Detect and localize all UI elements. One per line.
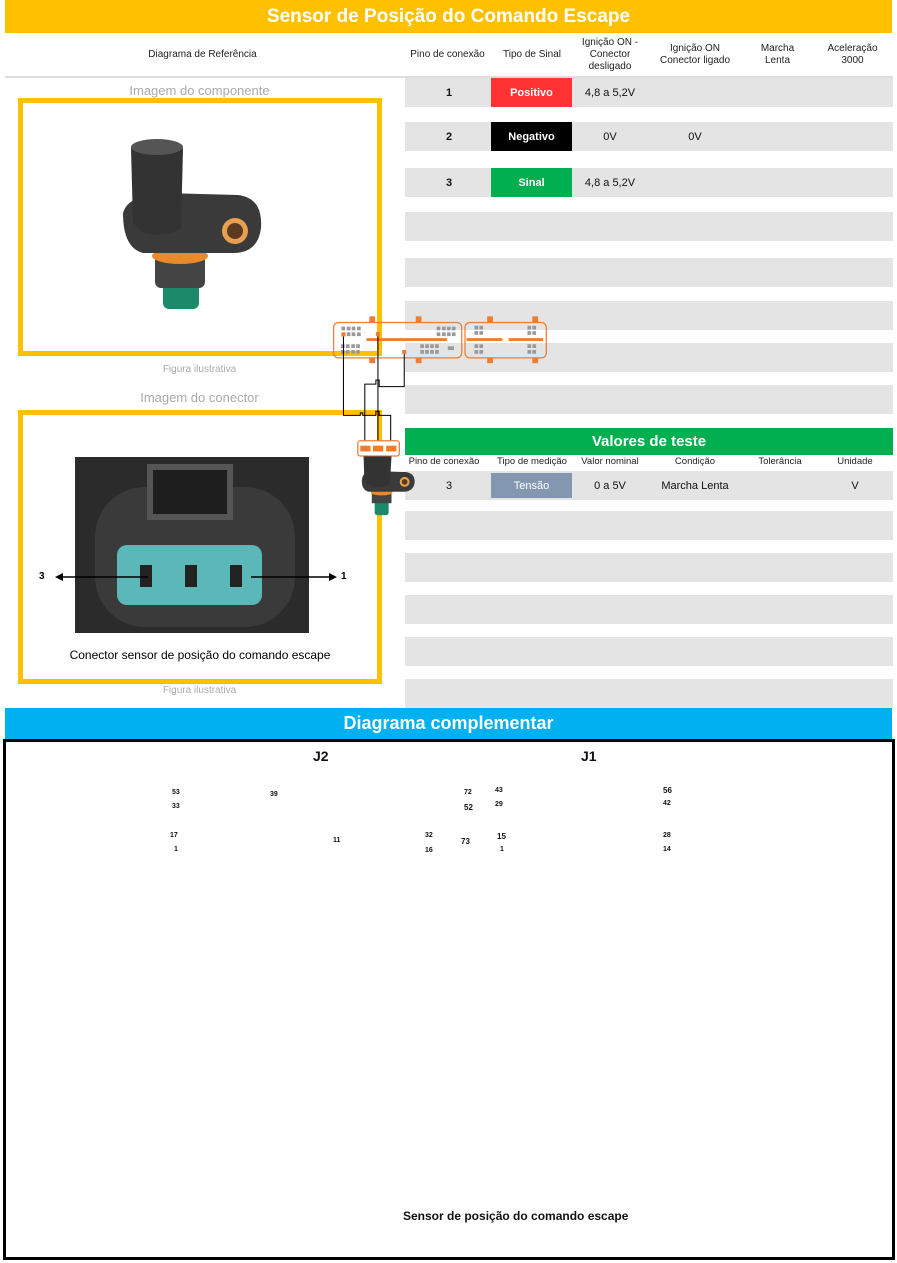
diagram-label: 28	[663, 832, 671, 839]
diagram-label: 1	[302, 1079, 308, 1090]
pin-label-1: 1	[341, 571, 347, 582]
diagram-label: 1	[174, 846, 178, 853]
empty-row	[405, 385, 893, 414]
diagram-label: 2	[269, 1079, 275, 1090]
diagram-label: J2	[313, 748, 329, 764]
ign-on-value: 0V	[688, 130, 702, 143]
diagram-label: J1	[581, 748, 597, 764]
header-pino: Pino de conexão	[410, 49, 485, 60]
page-title: Sensor de Posição do Comando Escape	[5, 0, 892, 33]
diagram-label: 17	[170, 832, 178, 839]
pin-label-3: 3	[39, 571, 45, 582]
test-header: Valor nominal	[581, 456, 639, 467]
test-header: Tipo de medição	[497, 456, 567, 467]
empty-row	[405, 553, 893, 582]
header-tipo: Tipo de Sinal	[503, 49, 561, 60]
figure-note-2: Figura ilustrativa	[162, 685, 237, 696]
empty-row	[405, 212, 893, 241]
connector-photo	[75, 457, 309, 633]
test-header: Unidade	[837, 456, 873, 467]
diagram-title: Diagrama complementar	[5, 708, 892, 739]
pin-number: 1	[445, 86, 453, 99]
test-tipo: Tensão	[491, 473, 572, 498]
diagram-label: 11	[333, 837, 341, 844]
connector-image-label: Imagem do conector	[140, 390, 259, 405]
ign-off-value: 4,8 a 5,2V	[584, 176, 636, 189]
empty-row	[405, 511, 893, 540]
diagram-label: 32	[425, 832, 433, 839]
component-image-frame	[18, 98, 382, 356]
test-header: Condição	[674, 456, 716, 467]
signal-type-badge: Sinal	[491, 168, 572, 197]
test-cond: Marcha Lenta	[661, 479, 729, 492]
empty-row	[405, 637, 893, 666]
header-acel: Aceleração 3000	[827, 43, 878, 66]
empty-row	[405, 595, 893, 624]
ign-off-value: 4,8 a 5,2V	[584, 86, 636, 99]
test-valor: 0 a 5V	[594, 479, 626, 492]
wiring-diagram	[3, 316, 895, 1260]
diagram-label: 33	[172, 803, 180, 810]
test-header: Tolerância	[758, 456, 802, 467]
diagram-label: 43	[495, 787, 503, 794]
diagram-label: 56	[663, 786, 672, 795]
diagram-label: 16	[425, 847, 433, 854]
pin-row: 2 Negativo 0V 0V	[405, 122, 893, 151]
pin-number: 2	[445, 130, 453, 143]
diagram-label: 52	[464, 803, 473, 812]
header-ref: Diagrama de Referência	[148, 49, 257, 60]
sensor-image	[123, 139, 262, 309]
empty-row	[405, 258, 893, 287]
header-marcha: Marcha Lenta	[760, 43, 795, 66]
connector-image-frame: 3 1 Conector sensor de posição do comand…	[18, 410, 382, 684]
component-image-label: Imagem do componente	[129, 83, 270, 98]
figure-note-1: Figura ilustrativa	[162, 364, 237, 375]
signal-type-badge: Positivo	[491, 78, 572, 107]
diagram-label: 53	[172, 789, 180, 796]
diagram-label: 39	[270, 791, 278, 798]
empty-row	[405, 301, 893, 330]
diagram-label: 3	[237, 1079, 243, 1090]
pin-row: 3 Sinal 4,8 a 5,2V	[405, 168, 893, 197]
test-values-title: Valores de teste	[405, 428, 893, 455]
empty-row	[405, 679, 893, 708]
diagram-label: 29	[495, 801, 503, 808]
connector-caption: Conector sensor de posição do comando es…	[69, 648, 331, 662]
pin-number: 3	[445, 176, 453, 189]
header-ign-off: Ignição ON - Conector desligado	[581, 37, 639, 72]
wiring-svg	[332, 316, 547, 516]
diagram-label: 15	[497, 832, 506, 841]
diagram-label: 1	[500, 846, 504, 853]
diagram-label: 72	[464, 789, 472, 796]
diagram-label: 73	[461, 837, 470, 846]
test-row: 3 Tensão 0 a 5V Marcha Lenta V	[405, 471, 893, 500]
test-pin: 3	[445, 479, 453, 492]
diagram-label: 42	[663, 800, 671, 807]
diagram-label: Sensor de posição do comando escape	[403, 1209, 629, 1223]
ign-off-value: 0V	[603, 130, 617, 143]
header-ign-on: Ignição ON Conector ligado	[659, 43, 731, 66]
test-header: Pino de conexão	[408, 456, 480, 467]
signal-type-badge: Negativo	[491, 122, 572, 151]
test-unid: V	[851, 479, 859, 492]
pin-arrows	[55, 573, 337, 581]
diagram-label: 14	[663, 846, 671, 853]
pin-row: 1 Positivo 4,8 a 5,2V	[405, 78, 893, 107]
